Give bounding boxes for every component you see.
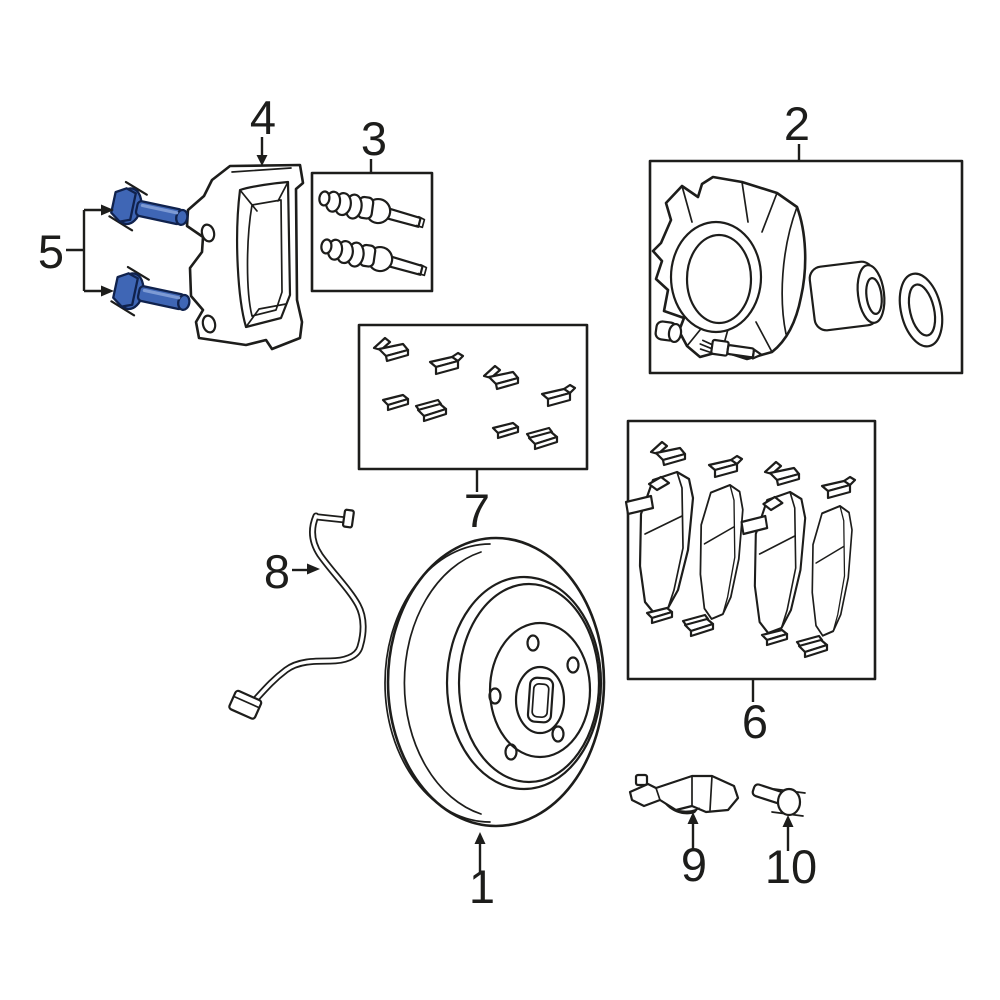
- callout-10[interactable]: 10: [765, 815, 817, 893]
- rotor-lug-hole: [504, 743, 518, 761]
- callout-1-label[interactable]: 1: [469, 860, 495, 913]
- bracket-hole-upper: [200, 223, 216, 243]
- sensor-nub: [634, 773, 649, 787]
- callout-5-bracket-line: [66, 208, 102, 293]
- callout-5-arrowhead-lower: [101, 285, 114, 297]
- part-hardware-clip-kit[interactable]: [357, 323, 589, 471]
- callout-1-arrowhead: [474, 832, 486, 844]
- callout-5-arrowhead-upper: [101, 204, 114, 216]
- part-caliper-mounting-bracket[interactable]: [185, 163, 305, 351]
- callout-2[interactable]: 2: [784, 97, 810, 161]
- callout-3-label[interactable]: 3: [361, 112, 387, 165]
- bracket-hole-lower: [201, 314, 217, 334]
- sensor-clip-shadow: [662, 800, 700, 815]
- callout-7[interactable]: 7: [464, 470, 490, 537]
- callout-2-label[interactable]: 2: [784, 97, 810, 150]
- rotor-rim-thickness: [384, 543, 491, 823]
- callout-6-label[interactable]: 6: [742, 695, 768, 748]
- caliper-piston: [808, 260, 886, 332]
- rotor-lug-hole: [526, 634, 540, 652]
- part-caliper-assembly-kit[interactable]: [648, 159, 964, 375]
- callout-5[interactable]: 5: [38, 204, 114, 297]
- callout-3[interactable]: 3: [361, 112, 387, 173]
- callout-4-arrowhead: [256, 155, 268, 166]
- callout-8[interactable]: 8: [264, 545, 320, 598]
- rotor-hat-ring: [488, 621, 592, 759]
- callout-10-label[interactable]: 10: [765, 840, 817, 893]
- rotor-hub-ring: [514, 665, 566, 735]
- part-brake-pad-set[interactable]: [624, 419, 877, 681]
- bracket-detail-lines: [231, 167, 292, 328]
- rotor-face-ring-inner: [457, 582, 601, 784]
- hose-tube-inner: [254, 514, 365, 701]
- callout-5-label[interactable]: 5: [38, 225, 64, 278]
- callout-9[interactable]: 9: [681, 812, 707, 891]
- rotor-rim-thickness-2: [403, 551, 482, 815]
- callout-4[interactable]: 4: [250, 91, 276, 166]
- callout-6[interactable]: 6: [742, 680, 768, 748]
- rotor-lug-hole: [488, 687, 502, 705]
- part-wear-sensor[interactable]: [628, 773, 740, 815]
- rotor-face-ring-outer: [445, 575, 603, 791]
- rotor-lug-hole: [551, 725, 565, 743]
- part-brake-rotor[interactable]: [384, 536, 606, 828]
- callout-9-arrowhead: [687, 812, 699, 824]
- rotor-outer-edge: [386, 536, 606, 828]
- callout-7-label[interactable]: 7: [464, 484, 490, 537]
- caliper-bore: [685, 233, 753, 325]
- bleeder-screw: [699, 338, 763, 360]
- part-brake-hose[interactable]: [228, 508, 367, 720]
- callout-8-label[interactable]: 8: [264, 545, 290, 598]
- caliper-piston-seal: [898, 272, 944, 348]
- mounting-bolt-lower[interactable]: [107, 263, 196, 328]
- hose-tube-outer: [252, 512, 367, 703]
- callout-10-arrowhead: [782, 815, 794, 827]
- callout-1[interactable]: 1: [469, 832, 495, 913]
- part-guide-pin-kit[interactable]: [310, 171, 434, 293]
- caliper-rib-lines: [681, 181, 798, 353]
- callout-9-label[interactable]: 9: [681, 838, 707, 891]
- mounting-bolt-upper[interactable]: [105, 178, 194, 243]
- part-sensor-bolt[interactable]: [751, 783, 806, 817]
- sensor-detail-lines: [655, 775, 713, 811]
- bolt-head: [776, 787, 802, 817]
- part-mounting-bolts-highlighted[interactable]: [105, 178, 196, 328]
- hose-fitting: [228, 689, 263, 720]
- rotor-lug-hole: [566, 656, 580, 674]
- callout-8-arrowhead: [307, 563, 320, 575]
- callout-4-label[interactable]: 4: [250, 91, 276, 144]
- bleeder-cap: [654, 320, 683, 344]
- rotor-center-bore-inner: [531, 683, 550, 719]
- hose-end-cap: [341, 508, 355, 529]
